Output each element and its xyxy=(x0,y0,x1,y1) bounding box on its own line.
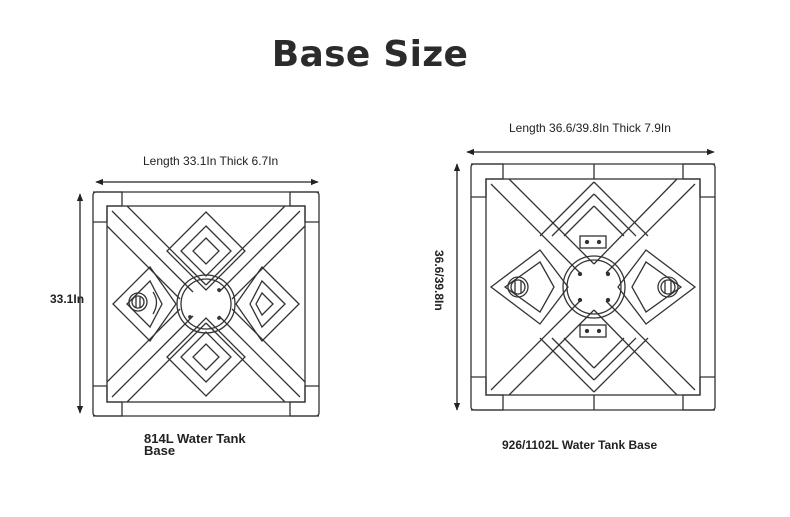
right-outer-frame xyxy=(470,163,716,411)
left-caption-line1: 814L Water Tank xyxy=(144,431,246,446)
right-center-hub xyxy=(562,255,626,319)
left-caption-line2: Base xyxy=(144,443,176,458)
right-bottom-bracket xyxy=(579,324,607,338)
right-drain-plug-left xyxy=(507,276,529,298)
left-side-label: 33.1In xyxy=(50,292,85,306)
left-tank-base-drawing xyxy=(76,178,320,417)
right-tank-base-drawing xyxy=(453,148,716,411)
left-drain-plug xyxy=(128,292,148,312)
right-caption: 926/1102L Water Tank Base xyxy=(502,438,658,452)
page-title: Base Size xyxy=(271,34,469,75)
right-top-bracket xyxy=(579,235,607,249)
right-drain-plug-right xyxy=(657,276,679,298)
right-length-label: Length 36.6/39.8In Thick 7.9In xyxy=(509,121,671,135)
left-length-label: Length 33.1In Thick 6.7In xyxy=(143,154,279,168)
left-outer-frame xyxy=(92,191,320,417)
left-caption: 814L Water Tank Base xyxy=(144,431,246,458)
left-center-hub xyxy=(176,274,236,334)
